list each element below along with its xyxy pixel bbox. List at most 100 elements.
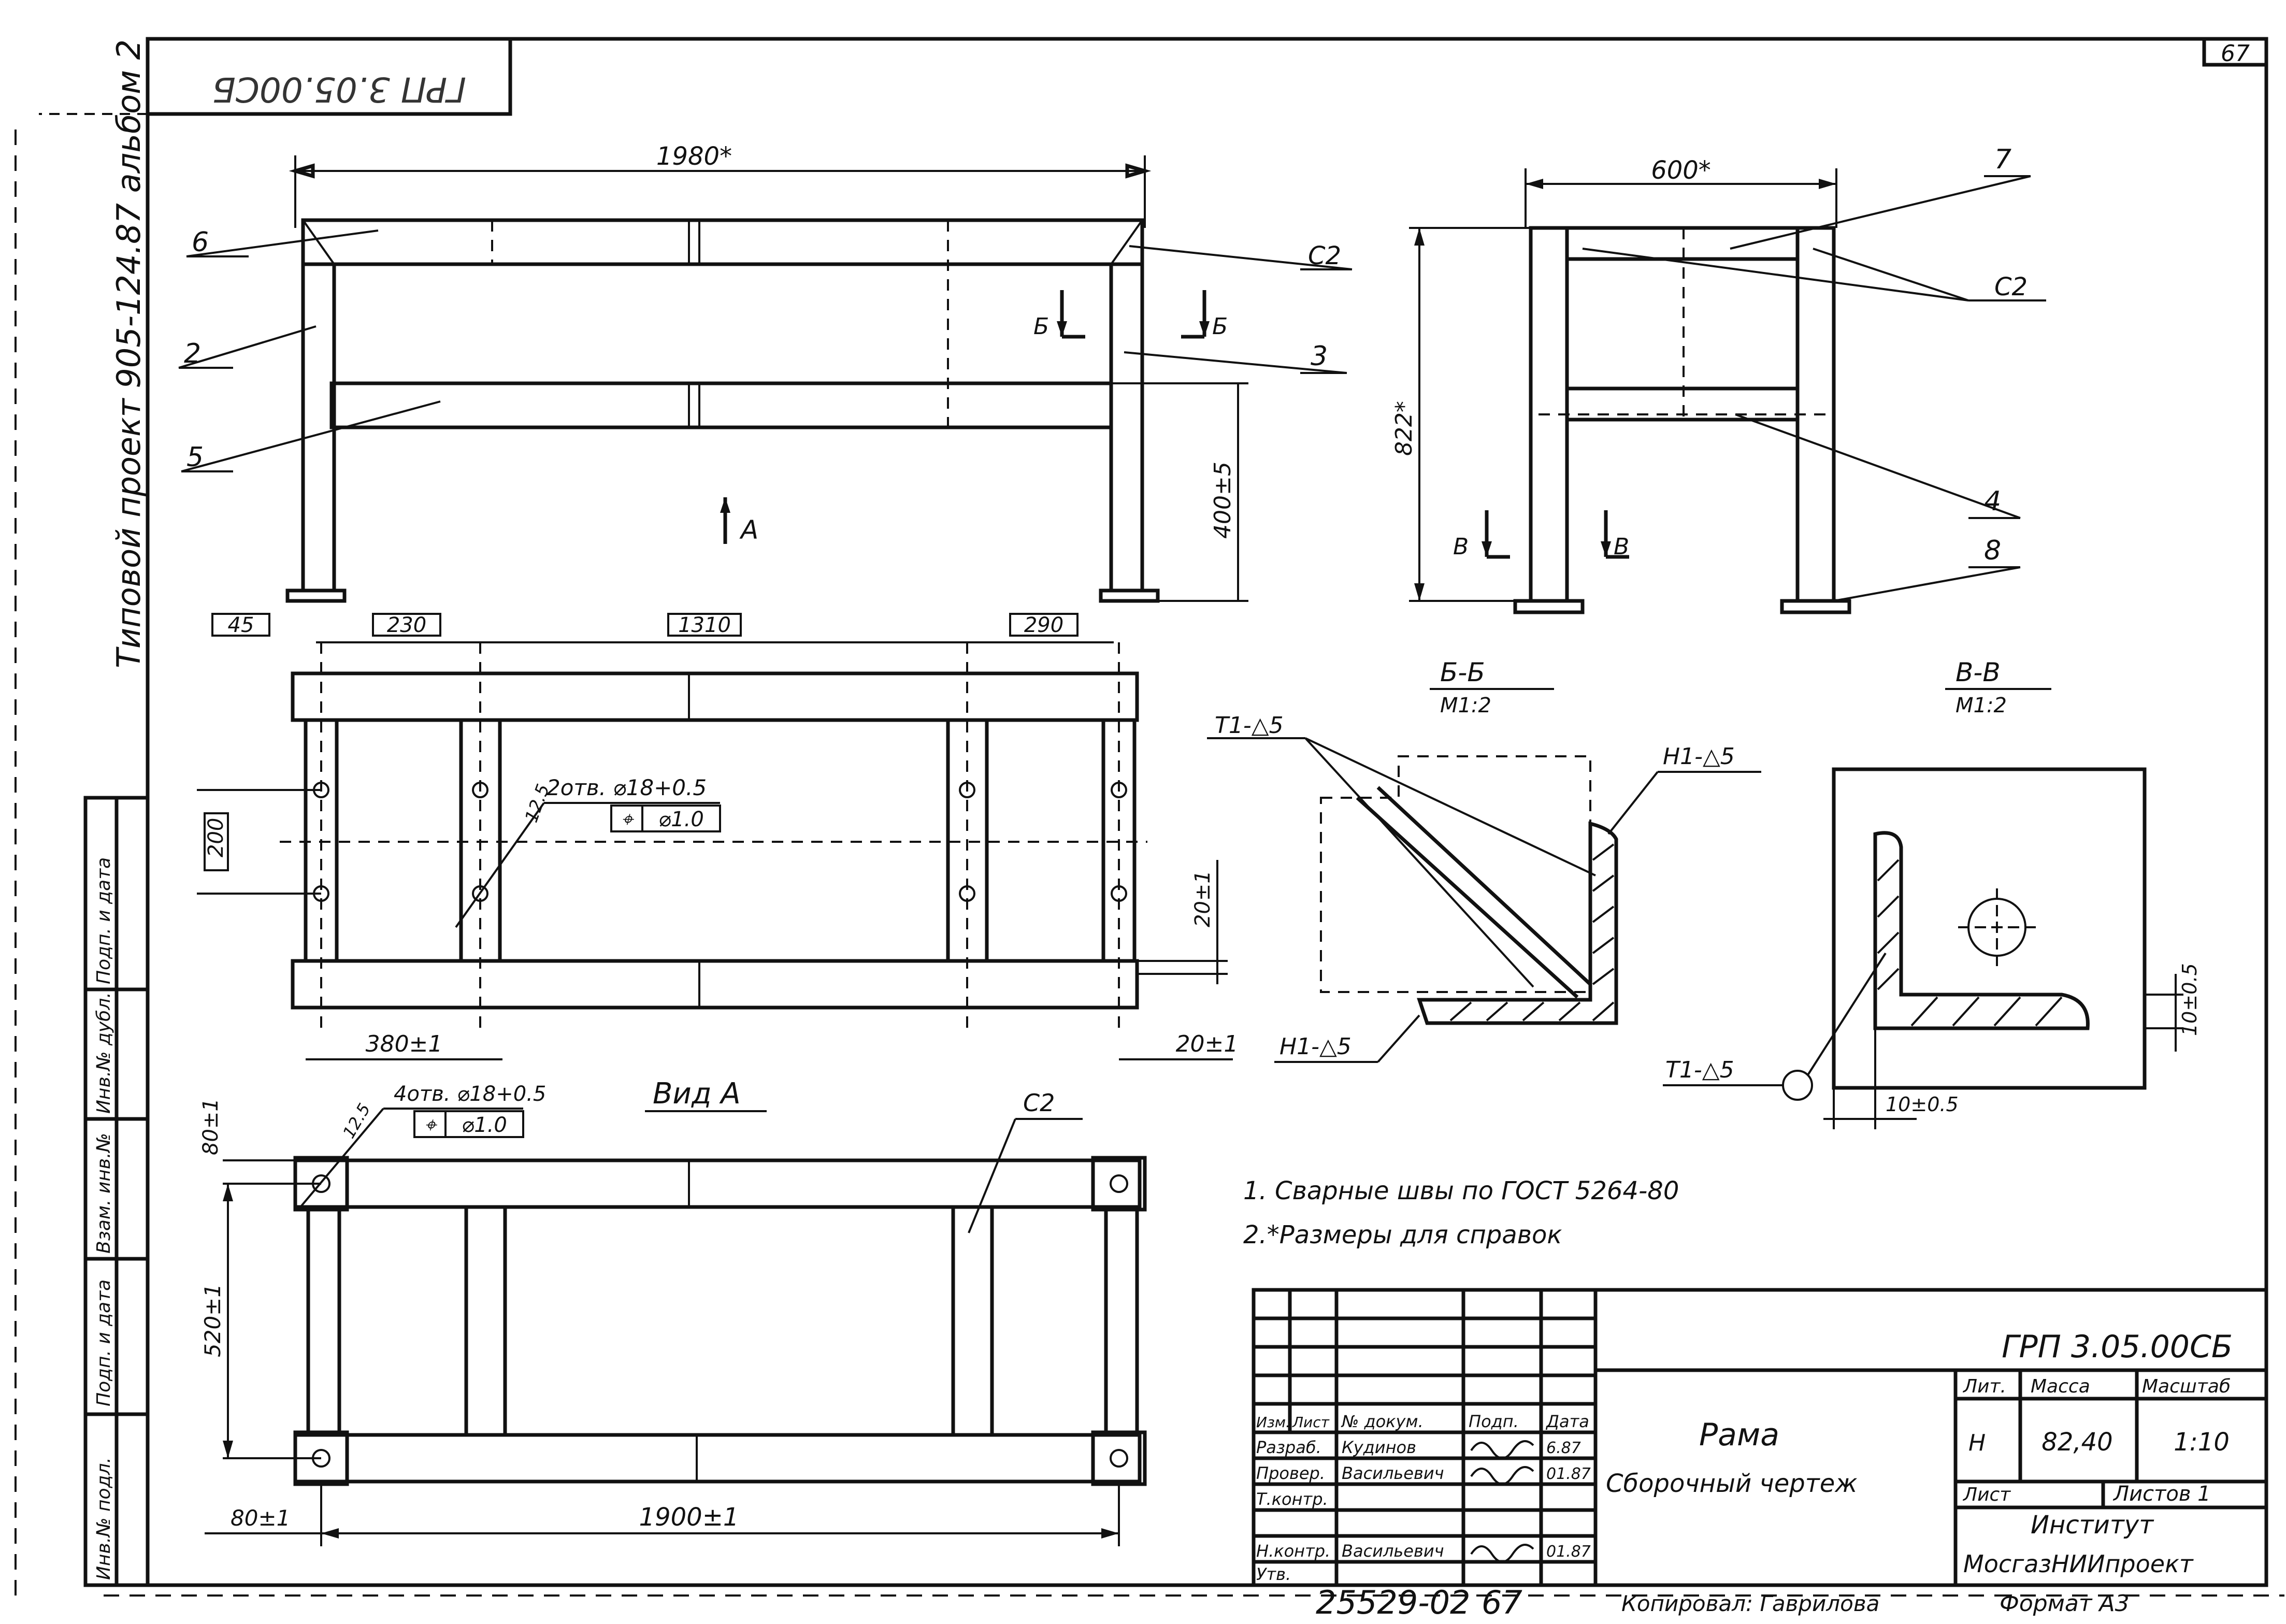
plan-dim-380: 380±1 — [366, 1031, 443, 1057]
title-doc-type: Сборочный чертеж — [1606, 1469, 1858, 1498]
side-view: 600* 822* В В 7 С2 4 8 — [1391, 144, 2046, 614]
stamp-inv-dubl: Инв.№ дубл. — [93, 992, 114, 1114]
plan-dim-20: 20±1 — [1176, 1031, 1239, 1057]
tb-lit-value: Н — [1968, 1430, 1986, 1456]
side-section-v-left: В — [1453, 534, 1469, 560]
left-stamp: Инв.№ подл. Подп. и дата Взам. инв.№ Инв… — [83, 796, 150, 1587]
plan-hole-tol-symbol: ⌖ — [621, 808, 635, 831]
side-note-vertical: Типовой проект 905-124.87 альбом 2 — [110, 39, 148, 668]
view-a-dim-bottom-left: 80±1 — [231, 1505, 290, 1531]
title-name: Рама — [1699, 1417, 1779, 1453]
view-a-title: Вид А — [653, 1077, 741, 1111]
bottom-number: 25529-02 — [1316, 1584, 1471, 1621]
view-a-dim-height: 520±1 — [200, 1284, 225, 1357]
section-bb-hatch — [1449, 843, 1615, 1022]
section-vv: В-В М1:2 10±0.5 10±0.5 Т1-△5 — [1663, 657, 2201, 1129]
front-dim-overall: 1980* — [656, 142, 732, 171]
tb-org-line1: Институт — [2031, 1511, 2154, 1540]
section-vv-dim-horizontal: 10±0.5 — [1886, 1093, 1959, 1116]
note-1: 1. Сварные швы по ГОСТ 5264-80 — [1243, 1176, 1679, 1205]
view-a-roughness: 12.5 — [339, 1100, 375, 1142]
view-a-hole-note: 4отв. ⌀18+0.5 — [394, 1082, 546, 1106]
stamp-inv-podl: Инв.№ подл. — [93, 1457, 114, 1580]
tb-name-nkontr: Васильевич — [1342, 1541, 1444, 1561]
view-a-weld-c2: С2 — [1023, 1089, 1055, 1117]
tb-sheet-label: Лист — [1962, 1484, 2011, 1505]
plan-view: 45 230 1310 290 200 2отв. ⌀18+0.5 — [197, 613, 1239, 1060]
tb-name-razrab: Кудинов — [1342, 1438, 1416, 1457]
front-pos-3: 3 — [1311, 341, 1328, 372]
section-bb: Б-Б М1:2 Т1-△5 Н1-△5 Н1-△5 — [1207, 657, 1761, 1063]
tb-role-prover: Провер. — [1256, 1463, 1325, 1483]
side-section-v-right: В — [1614, 534, 1629, 560]
section-bb-weld-t1: Т1-△5 — [1215, 712, 1284, 739]
plan-dim-1310: 1310 — [678, 613, 731, 637]
sheet-frame: 67 — [15, 37, 2284, 1597]
tb-org-line2: МосгазНИИпроект — [1963, 1550, 2194, 1578]
tb-scale-value: 1:10 — [2174, 1428, 2230, 1457]
tb-col-date: Дата — [1545, 1412, 1589, 1431]
front-section-b-right: Б — [1212, 313, 1228, 340]
section-bb-weld-h1-bottom: Н1-△5 — [1279, 1033, 1352, 1060]
tb-col-list: Лист — [1292, 1414, 1330, 1431]
tb-date-razrab: 6.87 — [1546, 1439, 1581, 1457]
bottom-strip: 25529-02 67 Копировал: Гаврилова Формат … — [1316, 1584, 2130, 1621]
tb-date-nkontr: 01.87 — [1546, 1543, 1591, 1561]
title-designation: ГРП 3.05.00СБ — [2002, 1329, 2233, 1365]
bottom-copied-by: Копировал: Гаврилова — [1621, 1591, 1879, 1616]
plan-hole-tol: ⌀1.0 — [658, 808, 704, 831]
front-pos-6: 6 — [192, 227, 209, 258]
tb-lit-label: Лит. — [1962, 1376, 2006, 1397]
title-block: ГРП 3.05.00СБ Рама Сборочный чертеж Изм.… — [1252, 1288, 2268, 1587]
view-a-hole-tol-symbol: ⌖ — [424, 1113, 438, 1137]
plan-dim-290: 290 — [1024, 613, 1063, 637]
section-vv-title: В-В — [1956, 657, 2001, 687]
section-vv-scale: М1:2 — [1956, 694, 2007, 717]
signature-marks — [1470, 1440, 1534, 1563]
tb-col-podp: Подп. — [1469, 1412, 1519, 1431]
side-dim-height: 822* — [1391, 401, 1417, 456]
side-pos-8: 8 — [1984, 535, 2001, 566]
tb-mass-label: Масса — [2031, 1376, 2090, 1397]
tb-role-utv: Утв. — [1256, 1564, 1291, 1584]
view-a-dim-top-left: 80±1 — [199, 1098, 223, 1155]
section-bb-title: Б-Б — [1440, 657, 1485, 687]
front-view: 1980* 400±5 Б Б А — [178, 142, 1353, 603]
section-vv-dim-vertical: 10±0.5 — [2178, 963, 2201, 1036]
stamp-podp-data-2: Подп. и дата — [93, 857, 114, 984]
tb-mass-value: 82,40 — [2041, 1428, 2112, 1457]
section-vv-weld-t1: Т1-△5 — [1665, 1057, 1734, 1083]
tb-scale-label: Масштаб — [2142, 1376, 2231, 1397]
tb-col-izm: Изм. — [1256, 1414, 1290, 1431]
section-bb-weld-h1-top: Н1-△5 — [1663, 743, 1735, 770]
mirrored-code: ГРП 3.05.00СБ — [212, 69, 466, 109]
plan-dim-230: 230 — [387, 613, 426, 637]
stamp-vzam-inv: Взам. инв.№ — [93, 1133, 114, 1254]
front-pos-5: 5 — [186, 442, 204, 473]
bottom-page: 67 — [1482, 1584, 1522, 1621]
plan-hole-note: 2отв. ⌀18+0.5 — [547, 775, 707, 800]
plan-dim-45: 45 — [228, 613, 254, 637]
page-number: 67 — [2221, 40, 2250, 67]
bottom-format: Формат А3 — [2000, 1590, 2130, 1617]
note-2: 2.*Размеры для справок — [1243, 1220, 1562, 1249]
side-dim-width: 600* — [1651, 156, 1711, 185]
tb-sheets-label: Листов 1 — [2112, 1482, 2211, 1506]
notes: 1. Сварные швы по ГОСТ 5264-80 2.*Размер… — [1243, 1176, 1679, 1249]
view-a-hole-tol: ⌀1.0 — [462, 1113, 507, 1137]
view-a: Вид А 4отв. ⌀18+0.5 ⌖ ⌀1.0 12.5 80±1 520… — [199, 1077, 1147, 1546]
front-pos-2: 2 — [184, 338, 201, 369]
plan-dim-right: 20±1 — [1191, 870, 1215, 927]
side-pos-7: 7 — [1994, 144, 2011, 175]
tb-role-tkontr: Т.контр. — [1256, 1489, 1328, 1509]
tb-name-prover: Васильевич — [1342, 1463, 1444, 1483]
view-a-dim-length: 1900±1 — [639, 1503, 739, 1532]
mirrored-code-box: ГРП 3.05.00СБ — [39, 37, 512, 116]
section-vv-hatch — [1877, 859, 2063, 1027]
front-view-arrow: А — [739, 515, 758, 545]
front-weld-c2: С2 — [1308, 241, 1341, 270]
section-bb-scale: М1:2 — [1440, 694, 1491, 717]
stamp-podp-data-1: Подп. и дата — [93, 1280, 114, 1406]
side-pos-4: 4 — [1984, 486, 2001, 517]
